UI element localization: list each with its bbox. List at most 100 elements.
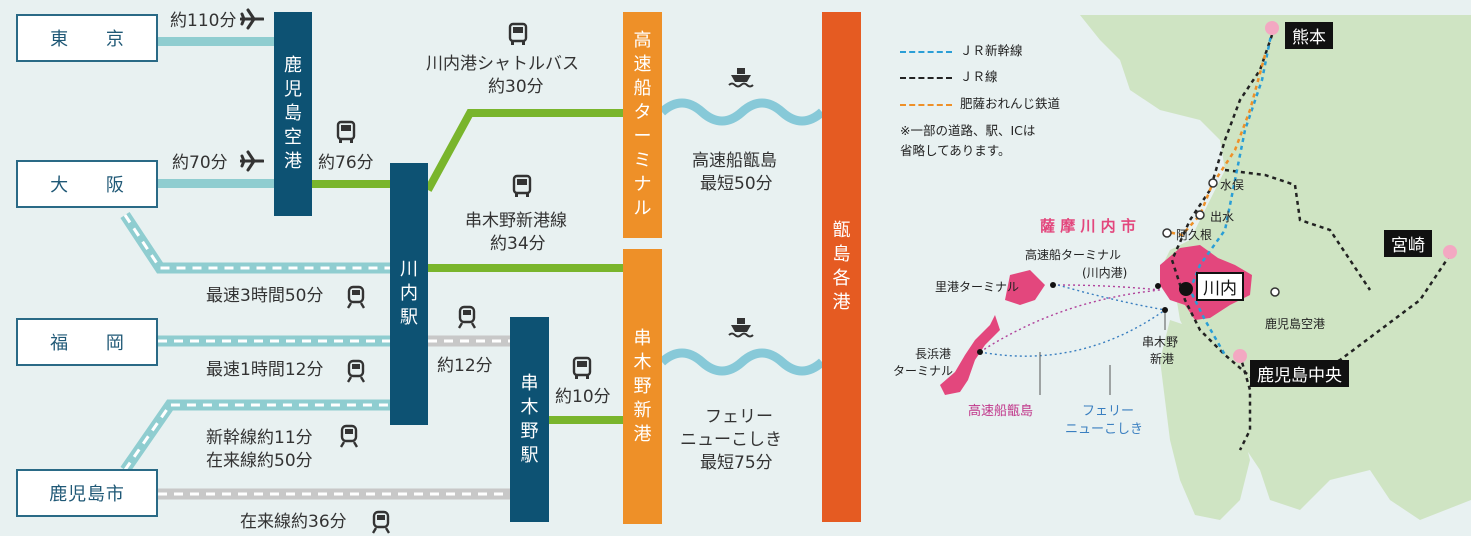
hs-ferry-time: 最短50分 bbox=[700, 174, 773, 194]
legend-note-2: 省略してあります。 bbox=[900, 143, 1011, 158]
port-char: 野 bbox=[633, 375, 652, 397]
hs-terminal-label: 高速船ターミナル bbox=[1025, 248, 1122, 262]
route-ferry-label-2: ニューこしき bbox=[1065, 422, 1144, 437]
tokyo-flight-time: 約110分 bbox=[170, 11, 237, 31]
koshiki-char: 甑 bbox=[832, 220, 851, 241]
satoko-marker[interactable] bbox=[1050, 282, 1056, 288]
legend-shinkansen: ＪＲ新幹線 bbox=[900, 40, 1023, 59]
akune-label: 阿久根 bbox=[1176, 228, 1213, 242]
city-title: 薩 摩 川 内 市 bbox=[1040, 217, 1136, 235]
kagoshima-airport-label: 鹿児島空港 bbox=[1265, 317, 1326, 331]
route-hs-label: 高速船甑島 bbox=[968, 404, 1034, 419]
minamata-label: 水俣 bbox=[1220, 178, 1245, 192]
hs-ferry-wave bbox=[658, 98, 826, 126]
origin-fukuoka[interactable]: 福 岡 bbox=[16, 318, 158, 366]
orange-railway-line bbox=[1167, 54, 1267, 237]
kushikino-line-time: 約34分 bbox=[490, 234, 546, 254]
station-char: 駅 bbox=[400, 307, 418, 328]
airplane-icon bbox=[240, 8, 264, 30]
shinkansen-line bbox=[1188, 29, 1274, 356]
conventional-time: 在来線約50分 bbox=[206, 451, 313, 471]
kushikino-port-box[interactable]: 串 木 野 新 港 bbox=[623, 249, 662, 524]
kushikino-station-box[interactable]: 串 木 野 駅 bbox=[510, 317, 549, 522]
koshiki-ports-box[interactable]: 甑 島 各 港 bbox=[822, 12, 861, 522]
minamata-marker[interactable] bbox=[1208, 178, 1218, 188]
kushikino-port-marker[interactable] bbox=[1162, 307, 1168, 313]
ferry-route bbox=[979, 284, 1166, 357]
kumamoto-label: 熊本 bbox=[1285, 22, 1333, 49]
osaka-rail-time: 最速3時間50分 bbox=[206, 286, 324, 306]
train-icon bbox=[372, 510, 390, 534]
airport-char: 鹿 bbox=[284, 55, 302, 76]
port-char: 串 bbox=[633, 327, 652, 349]
airport-sendai-bus-line bbox=[312, 180, 390, 188]
origin-kagoshima-city[interactable]: 鹿児島市 bbox=[16, 469, 158, 517]
koshiki-char: 各 bbox=[832, 268, 851, 289]
train-icon bbox=[347, 285, 365, 309]
hs-terminal-marker[interactable] bbox=[1155, 283, 1161, 289]
shuttle-bus-time: 約30分 bbox=[488, 77, 544, 97]
kushikino-port-bus-line bbox=[549, 416, 623, 424]
ship-icon bbox=[728, 68, 754, 88]
koshiki-char: 島 bbox=[832, 244, 851, 265]
sendai-marker[interactable] bbox=[1179, 282, 1193, 296]
ferry-name-2: ニューこしき bbox=[680, 430, 782, 450]
legend-orange-railway: 肥薩おれんじ鉄道 bbox=[900, 93, 1060, 112]
kushikino-port-label-1: 串木野 bbox=[1142, 335, 1179, 349]
shuttle-bus-name: 川内港シャトルバス bbox=[426, 54, 579, 74]
port-char: 木 bbox=[633, 351, 652, 373]
station-char: 木 bbox=[520, 396, 539, 418]
kagoshima-airport-marker[interactable] bbox=[1270, 287, 1280, 297]
kagoshima-airport-box[interactable]: 鹿 児 島 空 港 bbox=[274, 12, 312, 216]
nagahama-marker[interactable] bbox=[977, 349, 983, 355]
mainland-shape bbox=[1080, 15, 1471, 520]
ferry-time: 最短75分 bbox=[700, 453, 773, 473]
train-icon bbox=[458, 305, 476, 329]
satoko-label: 里港ターミナル bbox=[935, 280, 1020, 294]
ferry-name-1: フェリー bbox=[705, 407, 773, 427]
airport-bus-time: 約76分 bbox=[318, 153, 374, 173]
nagahama-label-2: ターミナル bbox=[893, 364, 954, 378]
koshiki-islands-shape bbox=[940, 270, 1045, 395]
kagoshima-chuo-marker[interactable] bbox=[1233, 349, 1247, 363]
sendai-kushikino-time: 約12分 bbox=[437, 356, 493, 376]
terminal-char: ミ bbox=[633, 150, 652, 171]
origin-tokyo[interactable]: 東 京 bbox=[16, 14, 158, 62]
shuttle-bus-line bbox=[424, 109, 623, 192]
airport-char: 港 bbox=[284, 151, 302, 172]
terminal-char: 船 bbox=[633, 78, 652, 99]
kushikino-line-bus bbox=[428, 264, 623, 272]
hs-terminal-sub-label: (川内港) bbox=[1082, 266, 1128, 280]
izumi-label: 出水 bbox=[1210, 210, 1235, 224]
train-icon bbox=[340, 424, 358, 448]
kumamoto-marker[interactable] bbox=[1265, 21, 1279, 35]
miyazaki-marker[interactable] bbox=[1443, 245, 1457, 259]
train-icon bbox=[347, 359, 365, 383]
fukuoka-rail-time: 最速1時間12分 bbox=[206, 360, 324, 380]
airport-char: 空 bbox=[284, 127, 302, 148]
kushikino-line-name: 串木野新港線 bbox=[465, 211, 567, 231]
osaka-flight-time: 約70分 bbox=[172, 153, 228, 173]
nagahama-label-1: 長浜港 bbox=[915, 347, 952, 361]
kushikino-bus-time: 約10分 bbox=[555, 387, 611, 407]
izumi-marker[interactable] bbox=[1195, 210, 1205, 220]
sendai-station-box[interactable]: 川 内 駅 bbox=[390, 163, 428, 425]
station-char: 駅 bbox=[520, 444, 539, 466]
airport-char: 児 bbox=[284, 79, 302, 100]
sendai-label: 川内 bbox=[1196, 272, 1244, 301]
hs-ferry-name: 高速船甑島 bbox=[692, 151, 777, 171]
kagoshima-sendai-rail-line bbox=[120, 399, 390, 474]
koshiki-char: 港 bbox=[832, 292, 851, 313]
terminal-char: ー bbox=[633, 126, 652, 147]
origin-osaka[interactable]: 大 阪 bbox=[16, 160, 158, 208]
bus-icon bbox=[512, 174, 532, 197]
bus-icon bbox=[508, 22, 528, 45]
akune-marker[interactable] bbox=[1162, 228, 1172, 238]
airport-char: 島 bbox=[284, 103, 302, 124]
kagoshima-chuo-label: 鹿児島中央 bbox=[1250, 360, 1349, 387]
local-train-time: 在来線約36分 bbox=[240, 512, 347, 532]
highspeed-terminal-box[interactable]: 高 速 船 タ ー ミ ナ ル bbox=[623, 12, 662, 238]
kushikino-port-label-2: 新港 bbox=[1150, 352, 1175, 366]
route-ferry-label-1: フェリー bbox=[1082, 404, 1135, 419]
